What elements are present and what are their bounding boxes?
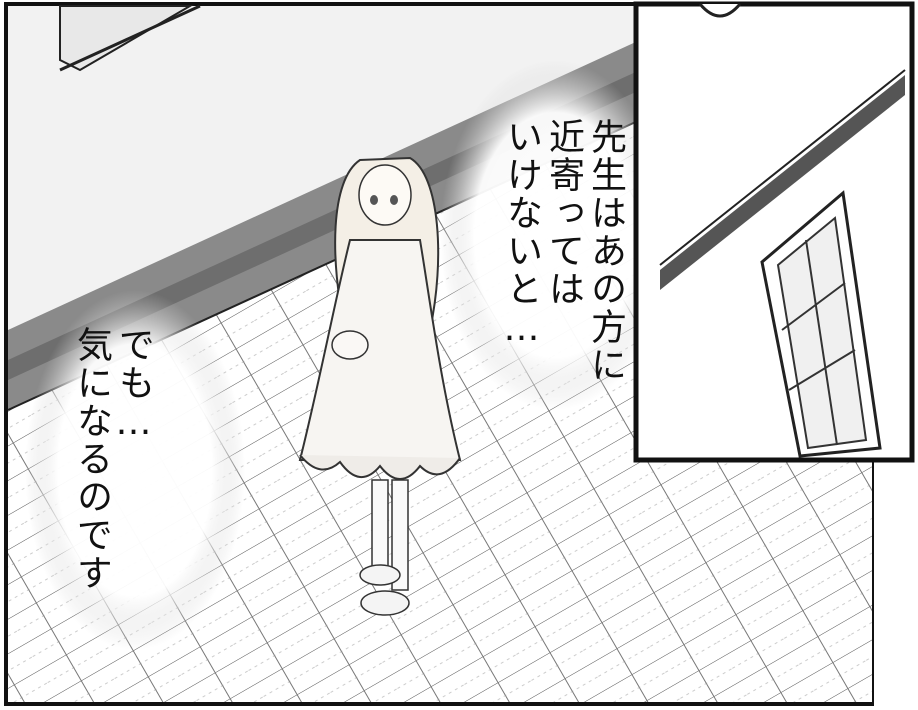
lamp-icon bbox=[698, 3, 742, 18]
thought-bubble-right bbox=[440, 60, 670, 410]
thought-line: でも… bbox=[113, 326, 154, 445]
window-icon bbox=[760, 190, 882, 458]
thought-bubble-left bbox=[25, 290, 245, 650]
thought-line: いけないと… bbox=[501, 118, 542, 351]
thought-text-right: 先生はあの方に 近寄っては いけないと… bbox=[500, 118, 626, 384]
thought-text-left: でも… 気になるのです bbox=[70, 326, 154, 592]
thought-line: 気になるのです bbox=[71, 326, 112, 592]
thought-line: 先生はあの方に bbox=[585, 118, 626, 384]
girl-figure bbox=[298, 156, 462, 616]
thought-line: 近寄っては bbox=[543, 118, 584, 308]
